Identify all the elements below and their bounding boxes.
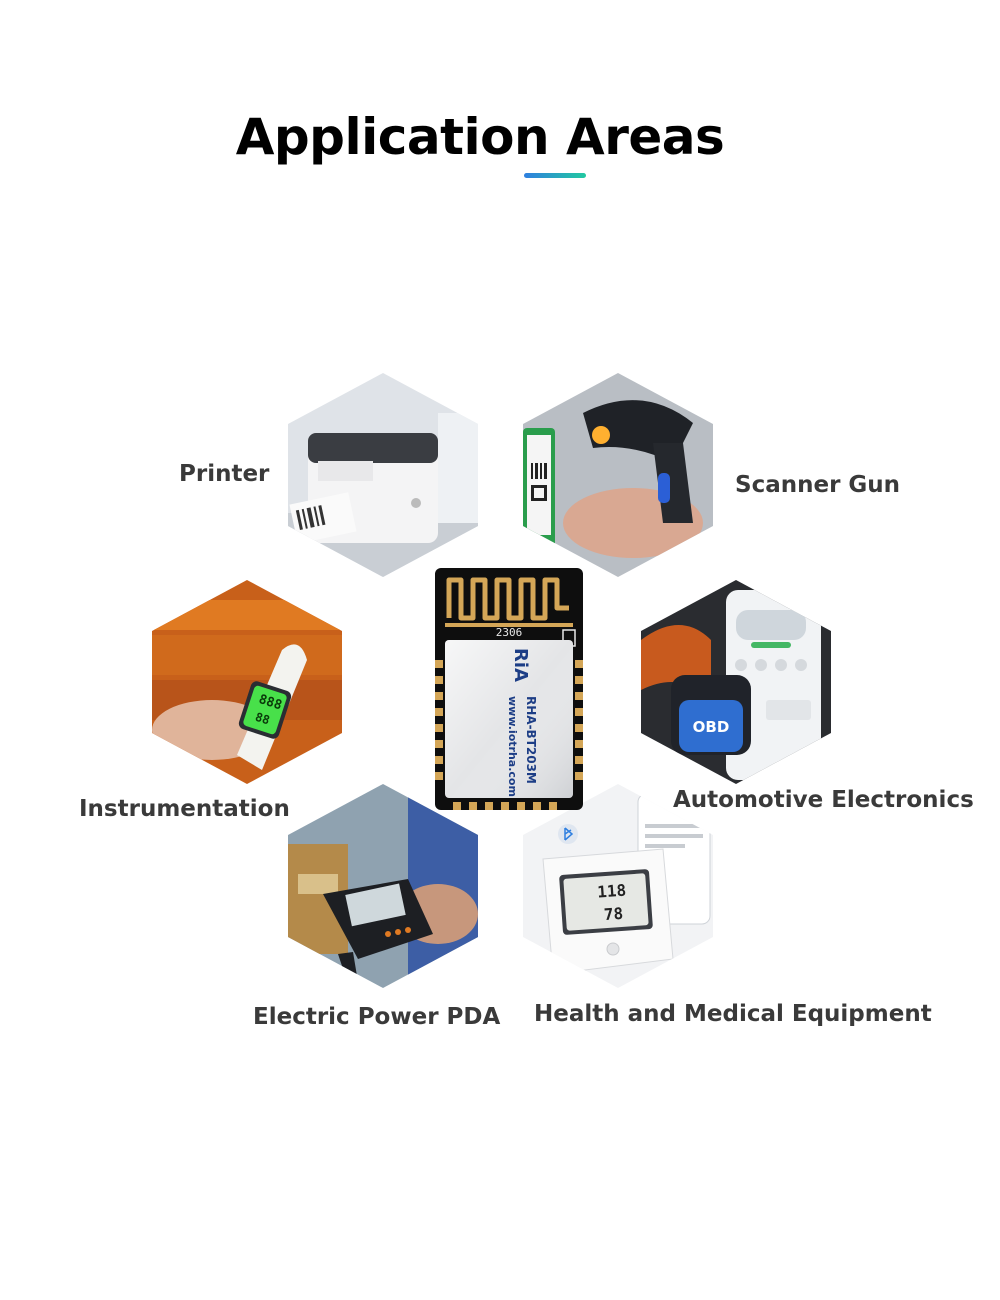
label-printer: Printer <box>179 461 270 487</box>
meter-reading-bottom: 88 <box>253 710 271 728</box>
label-electric-power-pda: Electric Power PDA <box>253 1004 501 1030</box>
electric-power-pda-image <box>288 784 478 988</box>
health-medical-image: 118 78 <box>523 784 713 988</box>
automotive-electronics-image: OBD <box>641 580 831 784</box>
module-model: RHA-BT203M <box>524 696 538 784</box>
board-code: 2306 <box>496 626 523 639</box>
module-brand: RiA <box>510 648 531 682</box>
label-automotive-electronics: Automotive Electronics <box>673 787 974 813</box>
scanner-gun-image <box>523 373 713 577</box>
label-health-medical: Health and Medical Equipment <box>534 1001 932 1027</box>
title-underline <box>524 173 586 178</box>
meter-reading-top: 888 <box>257 692 284 714</box>
bluetooth-module: 2306 RiA RHA-BT203M www.iotrha.com <box>435 568 583 810</box>
obd-label: OBD <box>693 718 730 736</box>
module-website: www.iotrha.com <box>506 696 519 797</box>
page-title: Application Areas <box>235 108 725 166</box>
label-scanner-gun: Scanner Gun <box>735 472 901 498</box>
instrumentation-image: 888 88 <box>152 580 342 784</box>
bp-reading-top: 118 <box>597 881 627 902</box>
bp-reading-bottom: 78 <box>603 904 624 924</box>
printer-image <box>288 373 478 577</box>
label-instrumentation: Instrumentation <box>79 796 290 822</box>
